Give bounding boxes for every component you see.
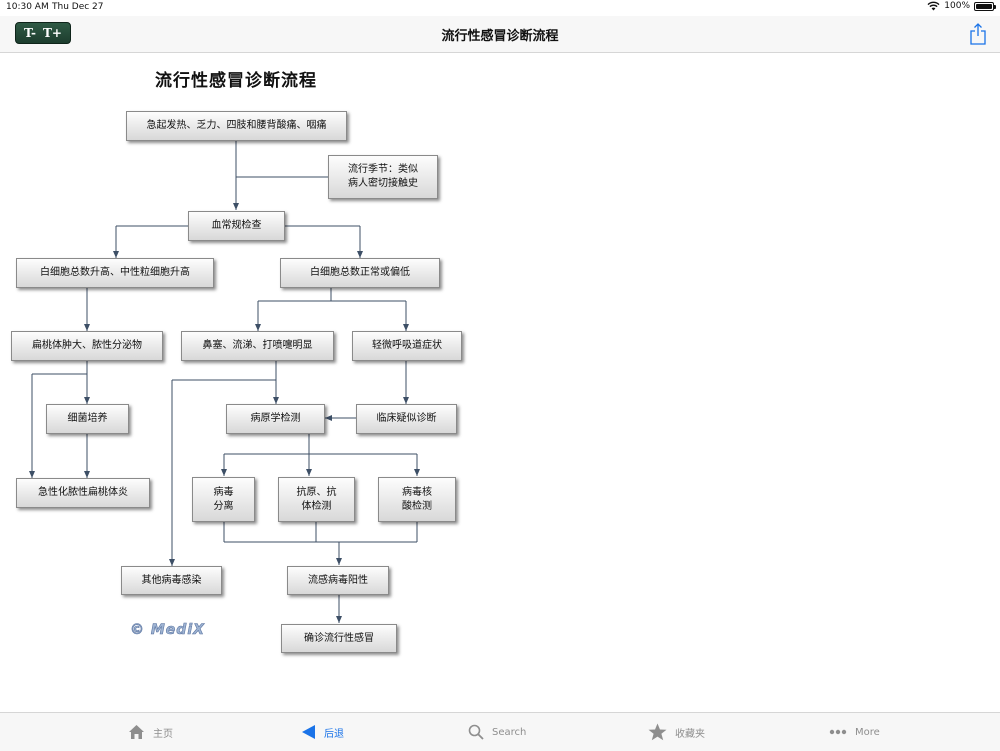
search-icon [468,724,484,740]
node-blood-test: 血常规检查 [188,211,285,241]
nav-title: 流行性感冒诊断流程 [441,29,559,44]
tab-back-label[interactable]: 后退 [324,728,344,740]
tab-favorites[interactable]: 收藏夹 [648,713,705,751]
tab-more[interactable]: More [829,713,880,751]
watermark-logo: © MediX [130,622,205,639]
back-arrow-icon [302,725,315,739]
node-epidemic-history: 流行季节：类似 病人密切接触史 [328,155,438,199]
font-decrease-label[interactable]: T- [24,26,36,40]
battery-fill [976,3,992,9]
node-bacteria-culture: 细菌培养 [46,404,129,434]
home-icon [129,725,144,739]
tab-home-label[interactable]: 主页 [153,728,173,740]
node-clinical-suspect: 临床疑似诊断 [356,404,457,434]
tab-back[interactable]: 后退 [301,713,344,751]
status-bar: 10:30 AM Thu Dec 27 100% [0,0,1000,16]
status-date: Thu Dec 27 [52,2,104,12]
wifi-icon [927,1,940,11]
node-other-virus: 其他病毒感染 [121,566,222,595]
flowchart-connectors [29,141,420,623]
node-mild-respiratory: 轻微呼吸道症状 [352,331,462,361]
more-dots-icon [829,729,847,735]
status-time: 10:30 AM [6,2,49,12]
node-virus-isolation: 病毒 分离 [192,477,255,522]
tab-search-label[interactable]: Search [492,726,527,738]
node-nasal-symptoms: 鼻塞、流涕、打喷嚏明显 [181,331,334,361]
node-pathogen-test: 病原学检测 [226,404,325,434]
node-nucleic-acid: 病毒核 酸检测 [378,477,456,522]
tab-more-label[interactable]: More [855,726,880,738]
battery-icon [974,1,996,11]
star-icon [648,723,667,741]
node-antigen-antibody: 抗原、抗 体检测 [278,477,355,522]
tab-search[interactable]: Search [468,713,526,751]
content-area[interactable]: 流行性感冒诊断流程 [0,53,1000,712]
flowchart-title: 流行性感冒诊断流程 [155,71,317,91]
battery-percent: 100% [944,1,970,11]
node-symptoms: 急起发热、乏力、四肢和腰背酸痛、咽痛 [126,111,347,141]
font-increase-label[interactable]: T+ [42,26,62,40]
node-wbc-high: 白细胞总数升高、中性粒细胞升高 [16,258,214,288]
tab-home[interactable]: 主页 [128,713,173,751]
node-acute-tonsillitis: 急性化脓性扁桃体炎 [16,478,150,508]
status-right: 100% [927,1,996,11]
nav-bar: T- T+ 流行性感冒诊断流程 [0,16,1000,53]
node-confirmed: 确诊流行性感冒 [281,624,397,653]
node-wbc-normal: 白细胞总数正常或偏低 [280,258,440,288]
font-size-button[interactable]: T- T+ [15,22,71,44]
tab-favorites-label[interactable]: 收藏夹 [675,728,705,740]
share-icon[interactable] [968,23,988,45]
node-tonsil-swelling: 扁桃体肿大、脓性分泌物 [11,331,163,361]
node-flu-positive: 流感病毒阳性 [287,566,389,595]
tab-bar: 主页 后退 Search 收藏夹 More [0,712,1000,751]
